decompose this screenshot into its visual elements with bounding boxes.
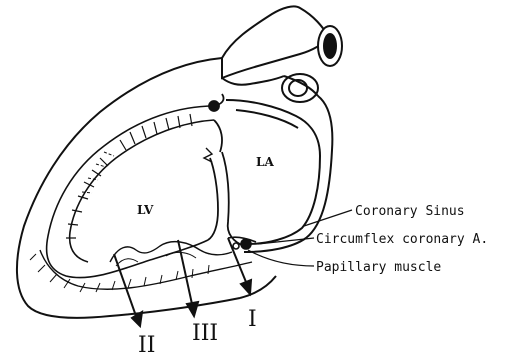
- lv-myocardium: [30, 106, 252, 292]
- coronary-sinus-label: Coronary Sinus: [355, 204, 465, 219]
- la-wall: [226, 100, 320, 244]
- la-label: LA: [256, 155, 274, 169]
- view-arrows: [114, 238, 251, 326]
- view-label-i: I: [248, 307, 257, 332]
- circumflex-label: Circumflex coronary A.: [316, 232, 488, 247]
- lv-label: LV: [137, 203, 154, 217]
- view-arrow-i-head: [241, 280, 251, 294]
- mitral-apparatus: [204, 94, 244, 246]
- view-label-ii: II: [138, 333, 155, 358]
- papillary-muscle-label: Papillary muscle: [316, 260, 441, 275]
- view-arrow-ii: [114, 254, 136, 316]
- papillary-muscles: [110, 242, 232, 266]
- view-label-iii: III: [192, 321, 218, 346]
- view-arrow-iii-head: [187, 302, 198, 316]
- great-vessels: [222, 6, 342, 102]
